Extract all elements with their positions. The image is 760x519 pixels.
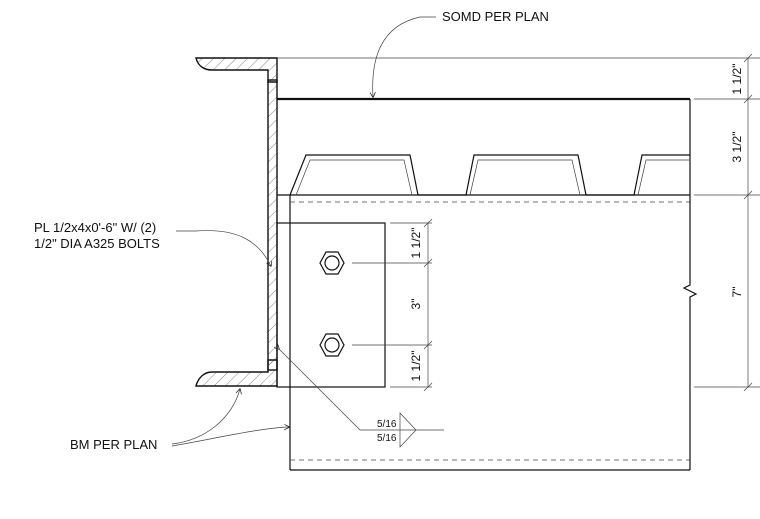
beam-label: BM PER PLAN bbox=[70, 437, 157, 452]
supporting-girder-section bbox=[195, 57, 278, 387]
weld-symbol: 5/16 5/16 bbox=[279, 349, 444, 448]
dim-beam-depth: 7" bbox=[730, 287, 744, 298]
beam-leader-2 bbox=[171, 427, 289, 447]
weld-size-bottom: 5/16 bbox=[377, 433, 397, 444]
metal-deck-profile bbox=[289, 154, 690, 196]
weld-size-top: 5/16 bbox=[377, 419, 397, 430]
dim-bolt-edge-top: 1 1/2" bbox=[409, 228, 423, 259]
somd-leader bbox=[373, 16, 436, 97]
dim-bolt-spacing: 3" bbox=[409, 299, 423, 310]
bolt-top bbox=[319, 251, 345, 275]
right-dimension-ticks bbox=[743, 53, 753, 392]
dim-slab-top: 1 1/2" bbox=[730, 64, 744, 95]
supported-beam bbox=[289, 195, 698, 471]
plate-label-line2: 1/2" DIA A325 BOLTS bbox=[34, 236, 160, 251]
dim-deck-depth: 3 1/2" bbox=[730, 132, 744, 163]
concrete-slab bbox=[277, 97, 691, 196]
dim-bolt-edge-bottom: 1 1/2" bbox=[409, 351, 423, 382]
bolt-bottom bbox=[319, 333, 345, 357]
plate-leader bbox=[176, 230, 271, 266]
bolt-dimension-ticks bbox=[423, 218, 433, 392]
shear-plate bbox=[276, 222, 386, 388]
beam-leader-1 bbox=[171, 389, 240, 445]
plate-label-line1: PL 1/2x4x0'-6" W/ (2) bbox=[34, 220, 156, 235]
somd-label: SOMD PER PLAN bbox=[442, 9, 549, 24]
metal-deck-profile-inner bbox=[295, 159, 690, 196]
